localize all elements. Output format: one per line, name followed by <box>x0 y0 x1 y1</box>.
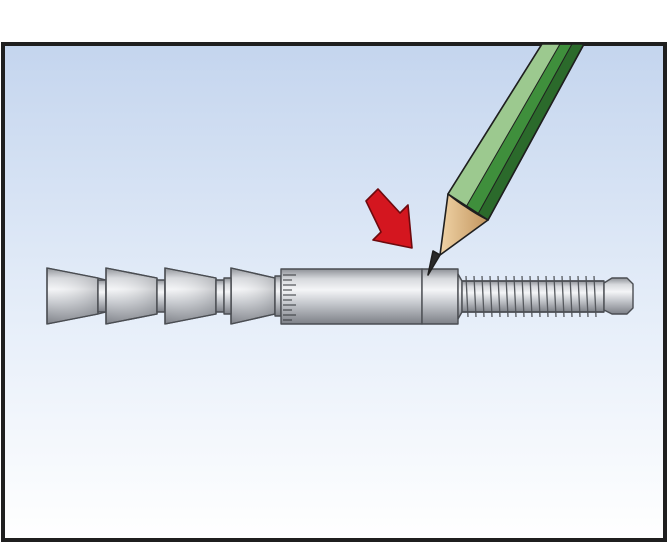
sleeve-knurl <box>283 274 296 321</box>
expansion-cone-1 <box>46 267 107 325</box>
pencil-wood-tip <box>439 193 489 256</box>
pencil-lead <box>427 250 441 276</box>
expansion-cone-4 <box>230 267 276 325</box>
anchor-bolt-icon <box>46 267 634 325</box>
pencil-icon <box>427 43 585 276</box>
bolt-sleeve <box>280 268 423 325</box>
thread-ridges <box>465 275 597 318</box>
arrow-down-right-icon <box>365 188 413 249</box>
expansion-cone-3 <box>164 267 217 325</box>
expansion-cone-2 <box>105 267 158 325</box>
bolt-collar <box>421 268 459 325</box>
